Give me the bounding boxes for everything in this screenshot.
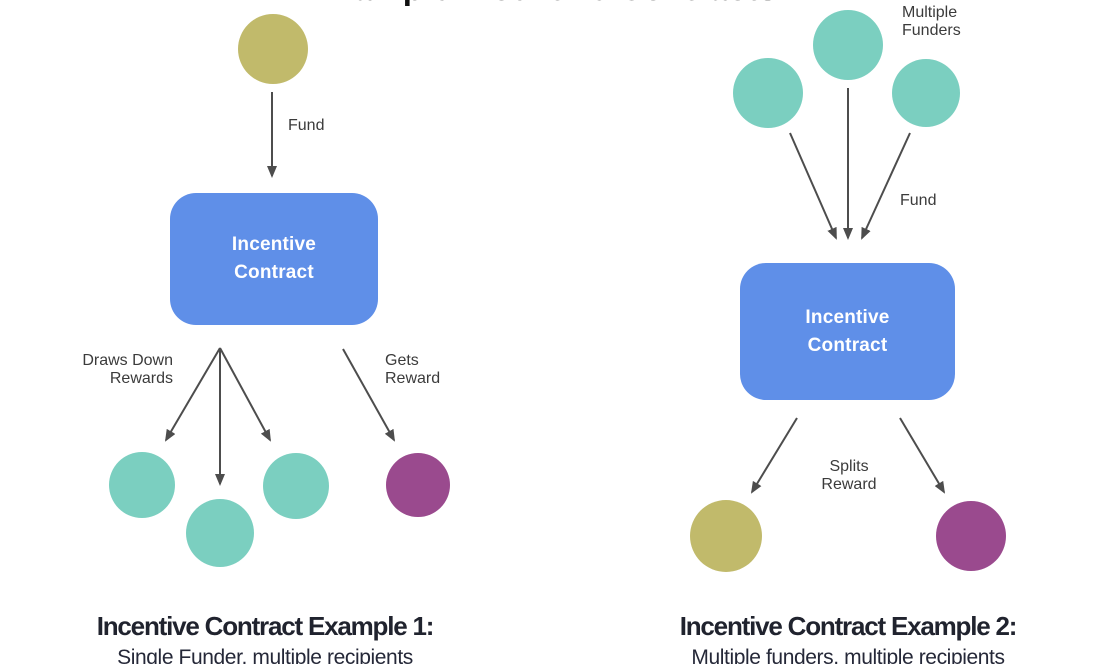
ex2-funder-node-right — [892, 59, 960, 127]
ex2-funder-node-left — [733, 58, 803, 128]
ex1-reward-recipient-node — [386, 453, 450, 517]
ex2-splits-reward-label: Splits Reward — [821, 458, 877, 493]
ex2-contract-label-line1: Incentive — [805, 306, 890, 328]
ex2-split-arrow-left — [750, 417, 798, 494]
ex1-recipient-node-3 — [263, 453, 329, 519]
ex2-caption-title: Incentive Contract Example 2: — [679, 611, 1018, 641]
ex1-drawdown-arrow-right — [219, 347, 271, 442]
ex1-contract-label-line2: Contract — [234, 262, 314, 283]
ex1-recipient-node-1 — [109, 452, 175, 518]
ex1-single-funder-node — [238, 14, 308, 84]
ex1-caption: Incentive Contract Example 1: Single Fun… — [45, 612, 485, 664]
ex2-split-recipient-node-right — [936, 501, 1006, 571]
ex1-recipient-node-2 — [186, 499, 254, 567]
ex1-caption-title: Incentive Contract Example 1: — [96, 611, 435, 641]
ex1-drawdown-arrow-left — [164, 347, 221, 442]
ex2-fund-arrow-label: Fund — [900, 192, 937, 209]
ex1-contract-label-line1: Incentive — [231, 234, 317, 255]
ex2-split-arrow-right — [899, 417, 946, 494]
ex2-caption-subtitle: Multiple funders, multiple recipients — [691, 646, 1005, 664]
ex1-fund-arrow-label: Fund — [288, 117, 325, 134]
ex1-draws-down-label: Draws Down Rewards — [82, 352, 173, 387]
ex2-contract-label-line2: Contract — [807, 334, 888, 356]
cropped-page-title-text: Example Incentive Contracts — [0, 0, 1090, 6]
ex1-incentive-contract-box: Incentive Contract — [170, 193, 378, 325]
ex1-gets-reward-label: Gets Reward — [385, 352, 441, 387]
ex2-fund-arrow-right — [861, 132, 911, 240]
ex2-funder-node-middle — [813, 10, 883, 80]
ex2-incentive-contract-box: Incentive Contract — [740, 263, 955, 400]
ex1-caption-subtitle: Single Funder, multiple recipients — [117, 646, 413, 664]
ex2-caption: Incentive Contract Example 2: Multiple f… — [628, 612, 1068, 664]
ex2-split-recipient-node-left — [690, 500, 762, 572]
cropped-page-title: Example Incentive Contracts — [0, 0, 1090, 6]
ex2-multiple-funders-label: Multiple Funders — [902, 4, 961, 39]
ex2-fund-arrow-left — [789, 132, 837, 240]
